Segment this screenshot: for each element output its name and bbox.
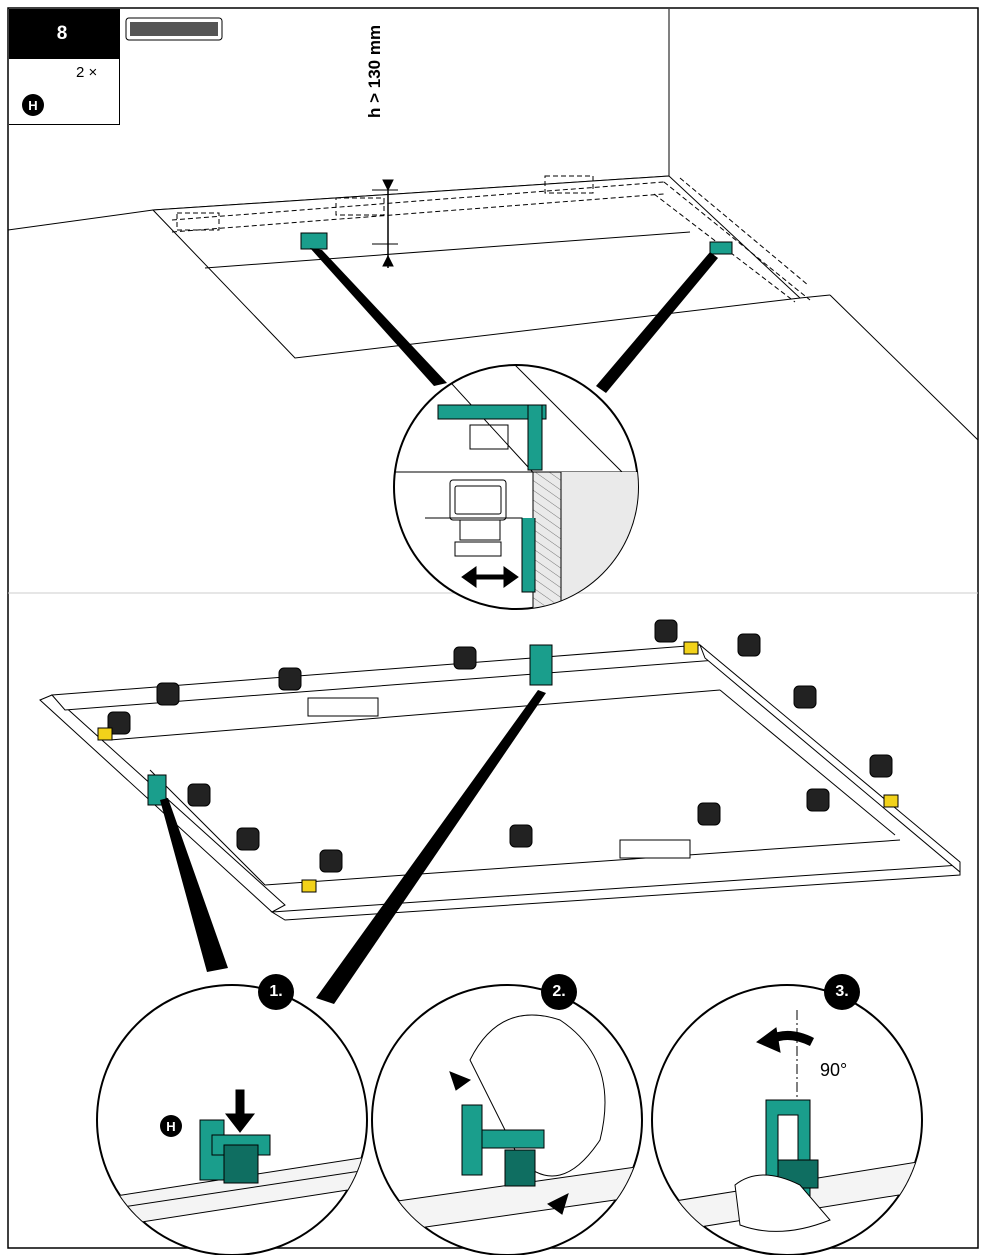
threaded-rod-icon — [125, 17, 223, 41]
wall-and-cabinet-scene — [7, 9, 979, 441]
rotation-angle-label: 90° — [820, 1060, 848, 1080]
sequence-badge-1: 1. — [258, 974, 294, 1010]
height-dimension-label: h > 130 mm — [365, 24, 384, 118]
detail-circle-step-1 — [96, 984, 368, 1255]
part-letter-badge: H — [22, 94, 44, 116]
step-number: 8 — [9, 9, 119, 59]
sequence-badge-2: 2. — [541, 974, 577, 1010]
sequence-badge-3: 3. — [824, 974, 860, 1010]
detail-circle-bracket — [393, 364, 639, 610]
detail-circle-step-3 — [651, 984, 923, 1255]
detail-circle-step-2 — [371, 984, 643, 1255]
mounting-bracket-icon — [300, 232, 733, 255]
leveling-feet — [97, 619, 899, 893]
part-letter-badge-detail: H — [160, 1115, 182, 1137]
part-quantity: 2 × — [76, 64, 98, 81]
